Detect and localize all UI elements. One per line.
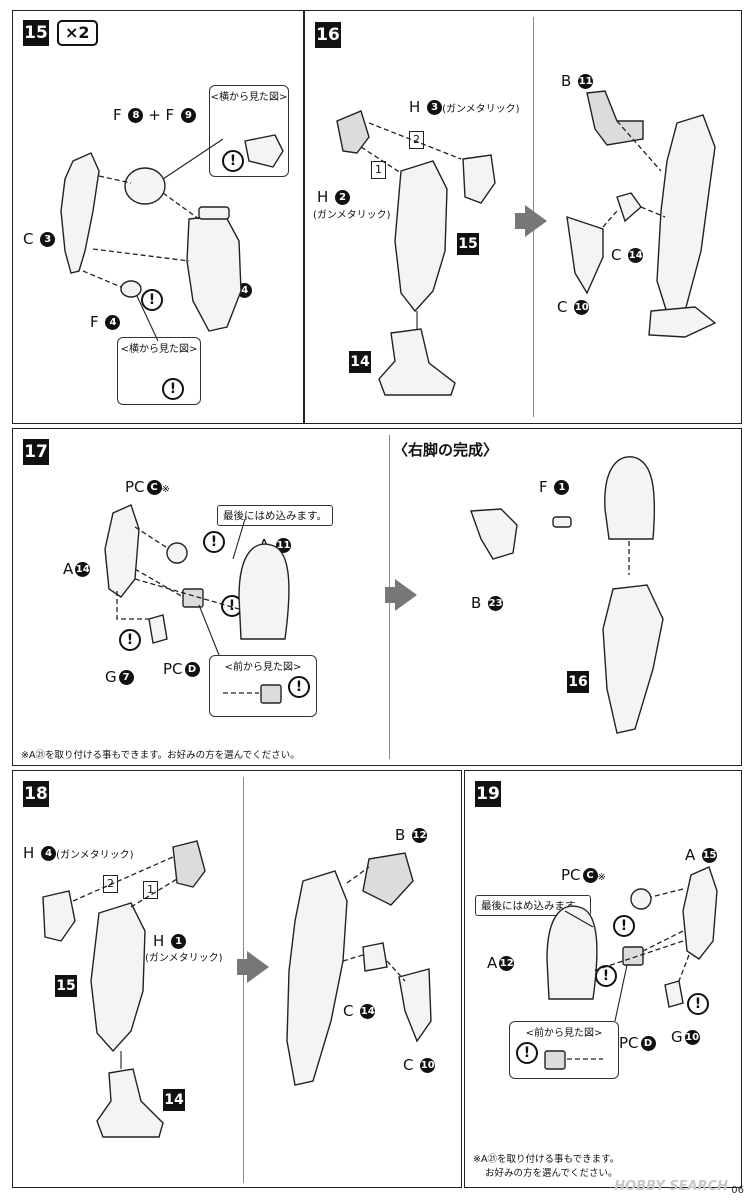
arrow-right-tail: [385, 587, 397, 603]
callout-title: <前から見た図>: [525, 1028, 603, 1039]
part-label-a15: A 15: [685, 846, 718, 864]
part-label-b23: B 23: [471, 594, 504, 612]
side-view-callout-2: <横から見た図> !: [117, 337, 201, 405]
step-reference-15: 15: [55, 975, 77, 997]
last-fit-note: 最後にはめ込みます。: [217, 505, 333, 526]
arrow-right-icon: [525, 205, 547, 237]
part-label-c3: C 3: [23, 231, 56, 247]
step-18-diagram: [42, 840, 432, 1138]
part-label-f8-f9: F 8 + F 9: [113, 107, 196, 123]
completion-title: 〈右脚の完成〉: [393, 441, 499, 459]
part-label-f4: F 4: [90, 314, 121, 330]
warning-icon: !: [203, 531, 225, 553]
warning-icon: !: [162, 378, 184, 400]
step-17-diagram: [104, 456, 664, 734]
part-label-c14: C 14: [611, 246, 644, 264]
order-1: 1: [371, 161, 386, 179]
footnote-2: お好みの方を選んでください。: [485, 1168, 618, 1179]
watermark: HOBBY SEARCH: [614, 1179, 728, 1194]
part-label-f1: F 1: [539, 479, 570, 495]
step-number: 19: [475, 781, 501, 807]
step-15-panel: 15 ×2 F 8 + F 9 C 3 C 4 F 4 <横から見た図> ! <…: [12, 10, 304, 424]
part-label-h2-color: (ガンメタリック): [313, 210, 391, 221]
multiplier-badge: ×2: [57, 20, 98, 46]
step-number: 16: [315, 22, 341, 48]
part-label-c10: C 10: [557, 298, 590, 316]
arrow-right-icon: [395, 579, 417, 611]
part-label-h1-color: (ガンメタリック): [145, 953, 223, 964]
warning-icon: !: [687, 993, 709, 1015]
arrow-right-tail: [515, 213, 527, 229]
callout-title: <横から見た図>: [120, 344, 198, 355]
warning-icon: !: [516, 1042, 538, 1064]
warning-icon: !: [119, 629, 141, 651]
step-17-panel: 17 PCC※ 最後にはめ込みます。 A 11 A14 G7 PCD ! ! !…: [12, 428, 742, 766]
step-16-panel: 16 H 3(ガンメタリック) H 2 (ガンメタリック) 15 14 2 1 …: [304, 10, 742, 424]
order-1: 1: [143, 881, 158, 899]
part-label-b11: B 11: [561, 72, 594, 90]
step-number: 15: [23, 20, 49, 46]
order-2: 2: [103, 875, 118, 893]
part-label-h1: H 1: [153, 933, 187, 949]
step-number: 18: [23, 781, 49, 807]
callout-title: <横から見た図>: [210, 92, 288, 103]
warning-icon: !: [141, 289, 163, 311]
warning-icon: !: [613, 915, 635, 937]
warning-icon: !: [222, 150, 244, 172]
step-16-diagram: [336, 90, 717, 396]
part-label-h3: H 3(ガンメタリック): [409, 98, 520, 116]
step-18-panel: 18 H 4(ガンメタリック) H 1 (ガンメタリック) 2 1 15 14 …: [12, 770, 462, 1188]
step-19-diagram: [544, 866, 718, 1070]
part-label-c14: C 14: [343, 1002, 376, 1020]
step-number: 17: [23, 439, 49, 465]
order-2: 2: [409, 131, 424, 149]
callout-title: <前から見た図>: [224, 662, 302, 673]
part-label-h4: H 4(ガンメタリック): [23, 844, 134, 862]
front-view-callout: <前から見た図> !: [209, 655, 317, 717]
part-label-h2: H 2: [317, 189, 351, 205]
panel-divider: [243, 777, 244, 1183]
step-15-diagram: [60, 134, 284, 342]
step-reference-14: 14: [349, 351, 371, 373]
step-reference-16: 16: [567, 671, 589, 693]
part-label-c10: C 10: [403, 1056, 436, 1074]
arrow-right-tail: [237, 959, 249, 975]
page-number: 06: [731, 1185, 744, 1196]
warning-icon: !: [288, 676, 310, 698]
step-reference-15: 15: [457, 233, 479, 255]
footnote-1: ※A㉑を取り付ける事もできます。: [473, 1154, 620, 1165]
part-label-b12: B 12: [395, 826, 428, 844]
footnote: ※A㉑を取り付ける事もできます。お好みの方を選んでください。: [21, 750, 300, 761]
step-reference-14: 14: [163, 1089, 185, 1111]
arrow-right-icon: [247, 951, 269, 983]
